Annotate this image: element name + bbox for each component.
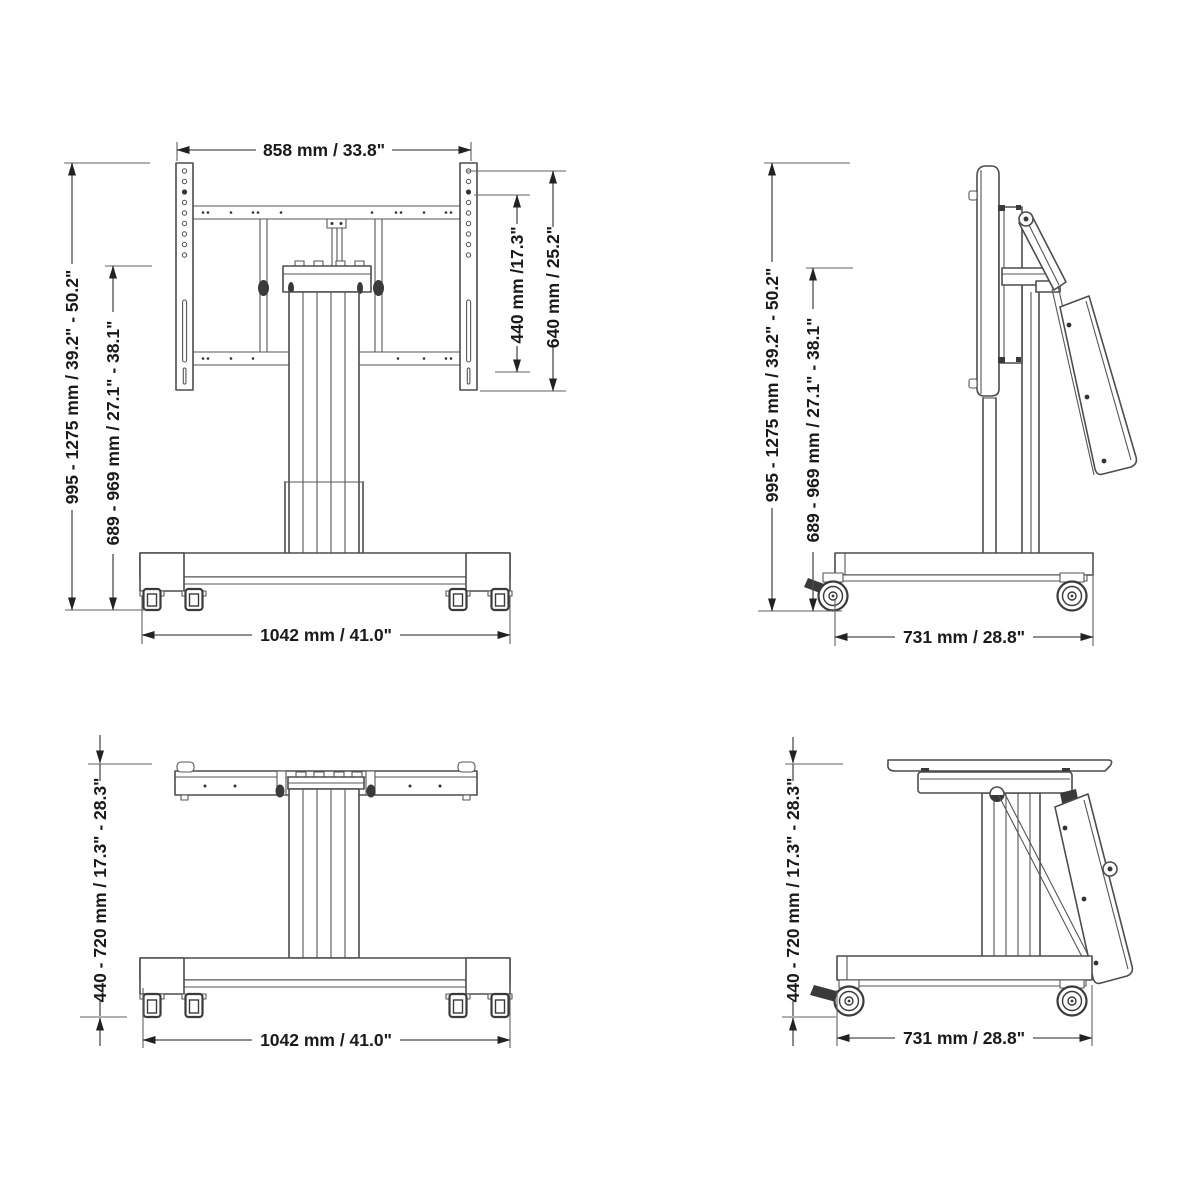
dim-vesa-height: 440 mm /17.3": [474, 194, 530, 373]
caster-side-braked: [810, 979, 865, 1017]
dim-height-range: 440 - 720 mm / 17.3" - 28.3": [80, 735, 152, 1046]
base-side-lowered: [836, 955, 1093, 987]
dim-label-base-width: 1042 mm / 41.0": [260, 625, 392, 645]
dim-overall-height-side: 995 - 1275 mm / 39.2" - 50.2": [758, 162, 850, 612]
lift-column: [284, 291, 364, 556]
dim-bracket-height: 640 mm / 25.2": [467, 170, 566, 392]
caster-side: [1056, 979, 1088, 1017]
bracket-arm-side: [1001, 267, 1061, 293]
dim-label-height-range: 440 - 720 mm / 17.3" - 28.3": [90, 778, 110, 1003]
base-front: [139, 552, 511, 592]
dim-label-lift-height-side: 689 - 969 mm / 27.1" - 38.1": [803, 318, 823, 543]
dim-label-lift-height: 689 - 969 mm / 27.1" - 38.1": [103, 321, 123, 546]
tilt-arm: [1018, 211, 1067, 291]
caster: [139, 587, 165, 612]
view-front-lowered: 440 - 720 mm / 17.3" - 28.3" 1042 mm / 4…: [80, 735, 513, 1050]
dim-base-width-lowered: 1042 mm / 41.0": [142, 988, 511, 1050]
dim-label-overall-height: 995 - 1275 mm / 39.2" - 50.2": [62, 270, 82, 505]
dim-label-bracket-height: 640 mm / 25.2": [543, 226, 563, 348]
mount-bracket-lowered: [275, 771, 376, 798]
caster-side: [1056, 572, 1088, 612]
dim-base-depth-lowered: 731 mm / 28.8": [836, 985, 1093, 1048]
tilted-tray-lowered: [1054, 789, 1134, 985]
tilted-tray: [1059, 295, 1138, 476]
dim-overall-height: 995 - 1275 mm / 39.2" - 50.2": [62, 162, 150, 611]
caster: [487, 992, 513, 1019]
caster: [181, 992, 207, 1019]
view-side-raised: 995 - 1275 mm / 39.2" - 50.2" 689 - 969 …: [758, 162, 1138, 647]
left-vesa-rail: [175, 162, 194, 391]
dim-lift-height: 689 - 969 mm / 27.1" - 38.1": [103, 265, 152, 611]
view-side-lowered: 440 - 720 mm / 17.3" - 28.3" 731 mm / 28…: [782, 737, 1134, 1048]
tray-strut-lowered: [998, 793, 1102, 983]
dim-label-overall-height-side: 995 - 1275 mm / 39.2" - 50.2": [762, 268, 782, 503]
left-clamp-knob: [258, 280, 269, 296]
dim-top-width: 858 mm / 33.8": [176, 140, 472, 161]
lift-column-side-lowered: [981, 792, 1041, 959]
tabletop-side: [887, 759, 1113, 772]
dim-label-vesa-height: 440 mm /17.3": [507, 226, 527, 343]
crossbar-holes: [201, 211, 453, 360]
base-side: [834, 552, 1094, 582]
dim-base-depth: 731 mm / 28.8": [834, 556, 1094, 647]
dim-base-width: 1042 mm / 41.0": [141, 596, 511, 645]
tilt-hinge: [989, 786, 1005, 802]
dim-label-top-width: 858 mm / 33.8": [263, 140, 385, 160]
view-front-raised: 858 mm / 33.8" 995 - 1275 mm / 39.2" - 5…: [62, 140, 566, 645]
caster: [445, 587, 471, 612]
dim-lift-height-side: 689 - 969 mm / 27.1" - 38.1": [803, 267, 853, 612]
dim-label-base-width-lowered: 1042 mm / 41.0": [260, 1030, 392, 1050]
dim-height-range-side: 440 - 720 mm / 17.3" - 28.3": [782, 737, 843, 1046]
caster: [487, 587, 513, 612]
right-vesa-rail: [459, 162, 478, 391]
display-panel-side: [968, 165, 1000, 397]
center-rod: [326, 218, 347, 268]
lift-column-lowered: [288, 788, 360, 959]
right-clamp-knob: [373, 280, 384, 296]
caster: [181, 587, 207, 612]
base-front-lowered: [139, 957, 511, 995]
top-crossbar: [192, 205, 461, 220]
dim-label-base-depth-lowered: 731 mm / 28.8": [903, 1028, 1025, 1048]
caster: [445, 992, 471, 1019]
mount-bracket: [282, 260, 372, 294]
caster: [139, 992, 165, 1019]
dim-label-base-depth: 731 mm / 28.8": [903, 627, 1025, 647]
lift-column-side: [982, 285, 1040, 554]
caster-side-braked: [804, 572, 849, 612]
dim-label-height-range-side: 440 - 720 mm / 17.3" - 28.3": [783, 778, 803, 1003]
